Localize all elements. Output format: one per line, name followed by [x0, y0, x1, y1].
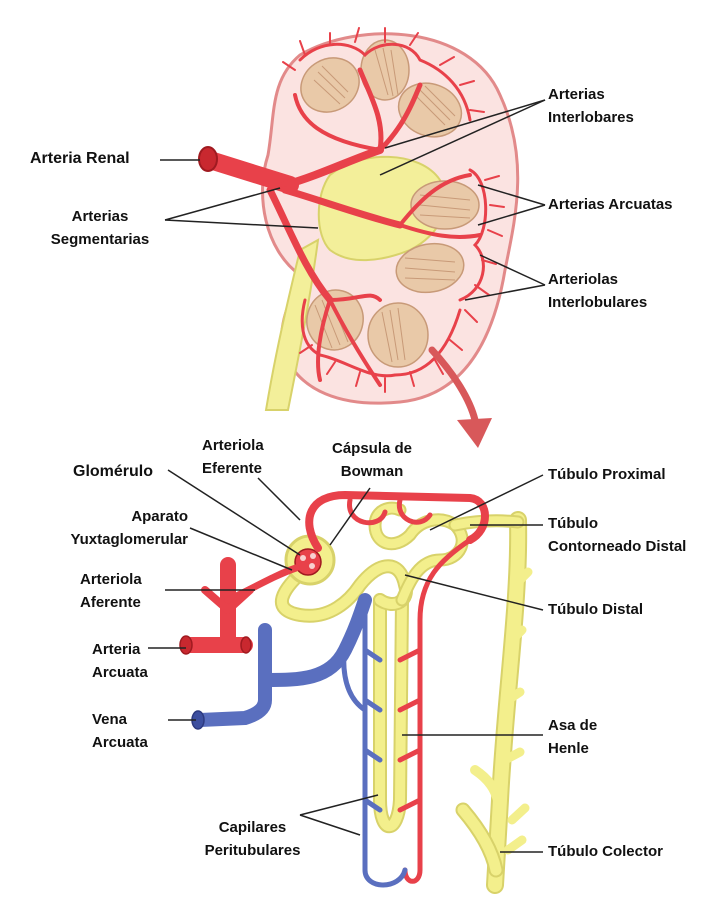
label-arteriolas-interlobulares-line2: Interlobulares — [548, 291, 647, 314]
glomerulus — [295, 549, 321, 575]
label-capilares-line1: Capilares — [190, 816, 315, 839]
leader-eferente — [258, 478, 300, 520]
label-vena-arcuata: Vena Arcuata — [92, 708, 148, 754]
label-capsula-bowman: Cápsula de Bowman — [322, 437, 422, 483]
label-tubulo-distal-text: Túbulo Distal — [548, 601, 643, 618]
label-contorneado-distal-line1: Túbulo — [548, 512, 686, 535]
label-vena-arcuata-line2: Arcuata — [92, 731, 148, 754]
label-arteria-arcuata: Arteria Arcuata — [92, 638, 148, 684]
label-tubulo-colector-text: Túbulo Colector — [548, 843, 663, 860]
label-tubulo-proximal-text: Túbulo Proximal — [548, 466, 666, 483]
label-arterias-segmentarias-line2: Segmentarias — [40, 228, 160, 251]
label-vena-arcuata-line1: Vena — [92, 708, 148, 731]
label-arterias-interlobares: Arterias Interlobares — [548, 83, 634, 129]
label-aparato-line2: Yuxtaglomerular — [48, 528, 188, 551]
label-asa-henle-line2: Henle — [548, 737, 597, 760]
label-tubulo-contorneado-distal: Túbulo Contorneado Distal — [548, 512, 686, 558]
label-arteriolas-interlobulares: Arteriolas Interlobulares — [548, 268, 647, 314]
label-aparato-line1: Aparato — [48, 505, 188, 528]
label-arteria-arcuata-line1: Arteria — [92, 638, 148, 661]
label-capsula-bowman-line2: Bowman — [322, 460, 422, 483]
label-arteriola-aferente-line2: Aferente — [80, 591, 142, 614]
label-arterias-segmentarias-line1: Arterias — [40, 205, 160, 228]
label-asa-henle: Asa de Henle — [548, 714, 597, 760]
label-tubulo-colector: Túbulo Colector — [548, 840, 663, 863]
label-arteriola-aferente: Arteriola Aferente — [80, 568, 142, 614]
label-contorneado-distal-line2: Contorneado Distal — [548, 535, 686, 558]
label-aparato-yuxtaglomerular: Aparato Yuxtaglomerular — [48, 505, 188, 551]
kidney-cross-section — [199, 28, 518, 410]
label-arteria-renal: Arteria Renal — [30, 147, 130, 170]
label-arterias-arcuatas-text: Arterias Arcuatas — [548, 196, 673, 213]
label-arteriola-eferente: Arteriola Eferente — [202, 434, 264, 480]
label-arteriola-eferente-line1: Arteriola — [202, 434, 264, 457]
label-capilares-peritubulares: Capilares Peritubulares — [190, 816, 315, 862]
label-arterias-arcuatas: Arterias Arcuatas — [548, 193, 673, 216]
label-capsula-bowman-line1: Cápsula de — [322, 437, 422, 460]
leader-yuxtaglomerular — [190, 528, 292, 570]
label-arterias-segmentarias: Arterias Segmentarias — [40, 205, 160, 251]
label-arterias-interlobares-line1: Arterias — [548, 83, 634, 106]
label-arterias-interlobares-line2: Interlobares — [548, 106, 634, 129]
label-glomerulo-text: Glomérulo — [73, 463, 153, 480]
arcuate-artery-opening — [180, 636, 192, 654]
label-arteriola-aferente-line1: Arteriola — [80, 568, 142, 591]
label-arteria-arcuata-line2: Arcuata — [92, 661, 148, 684]
zoom-arrowhead — [457, 418, 492, 448]
label-tubulo-proximal: Túbulo Proximal — [548, 463, 666, 486]
label-glomerulo: Glomérulo — [73, 460, 153, 483]
label-arteria-renal-text: Arteria Renal — [30, 150, 130, 167]
label-capilares-line2: Peritubulares — [190, 839, 315, 862]
label-asa-henle-line1: Asa de — [548, 714, 597, 737]
renal-artery-opening — [199, 147, 217, 171]
label-arteriola-eferente-line2: Eferente — [202, 457, 264, 480]
label-tubulo-distal: Túbulo Distal — [548, 598, 643, 621]
label-arteriolas-interlobulares-line1: Arteriolas — [548, 268, 647, 291]
